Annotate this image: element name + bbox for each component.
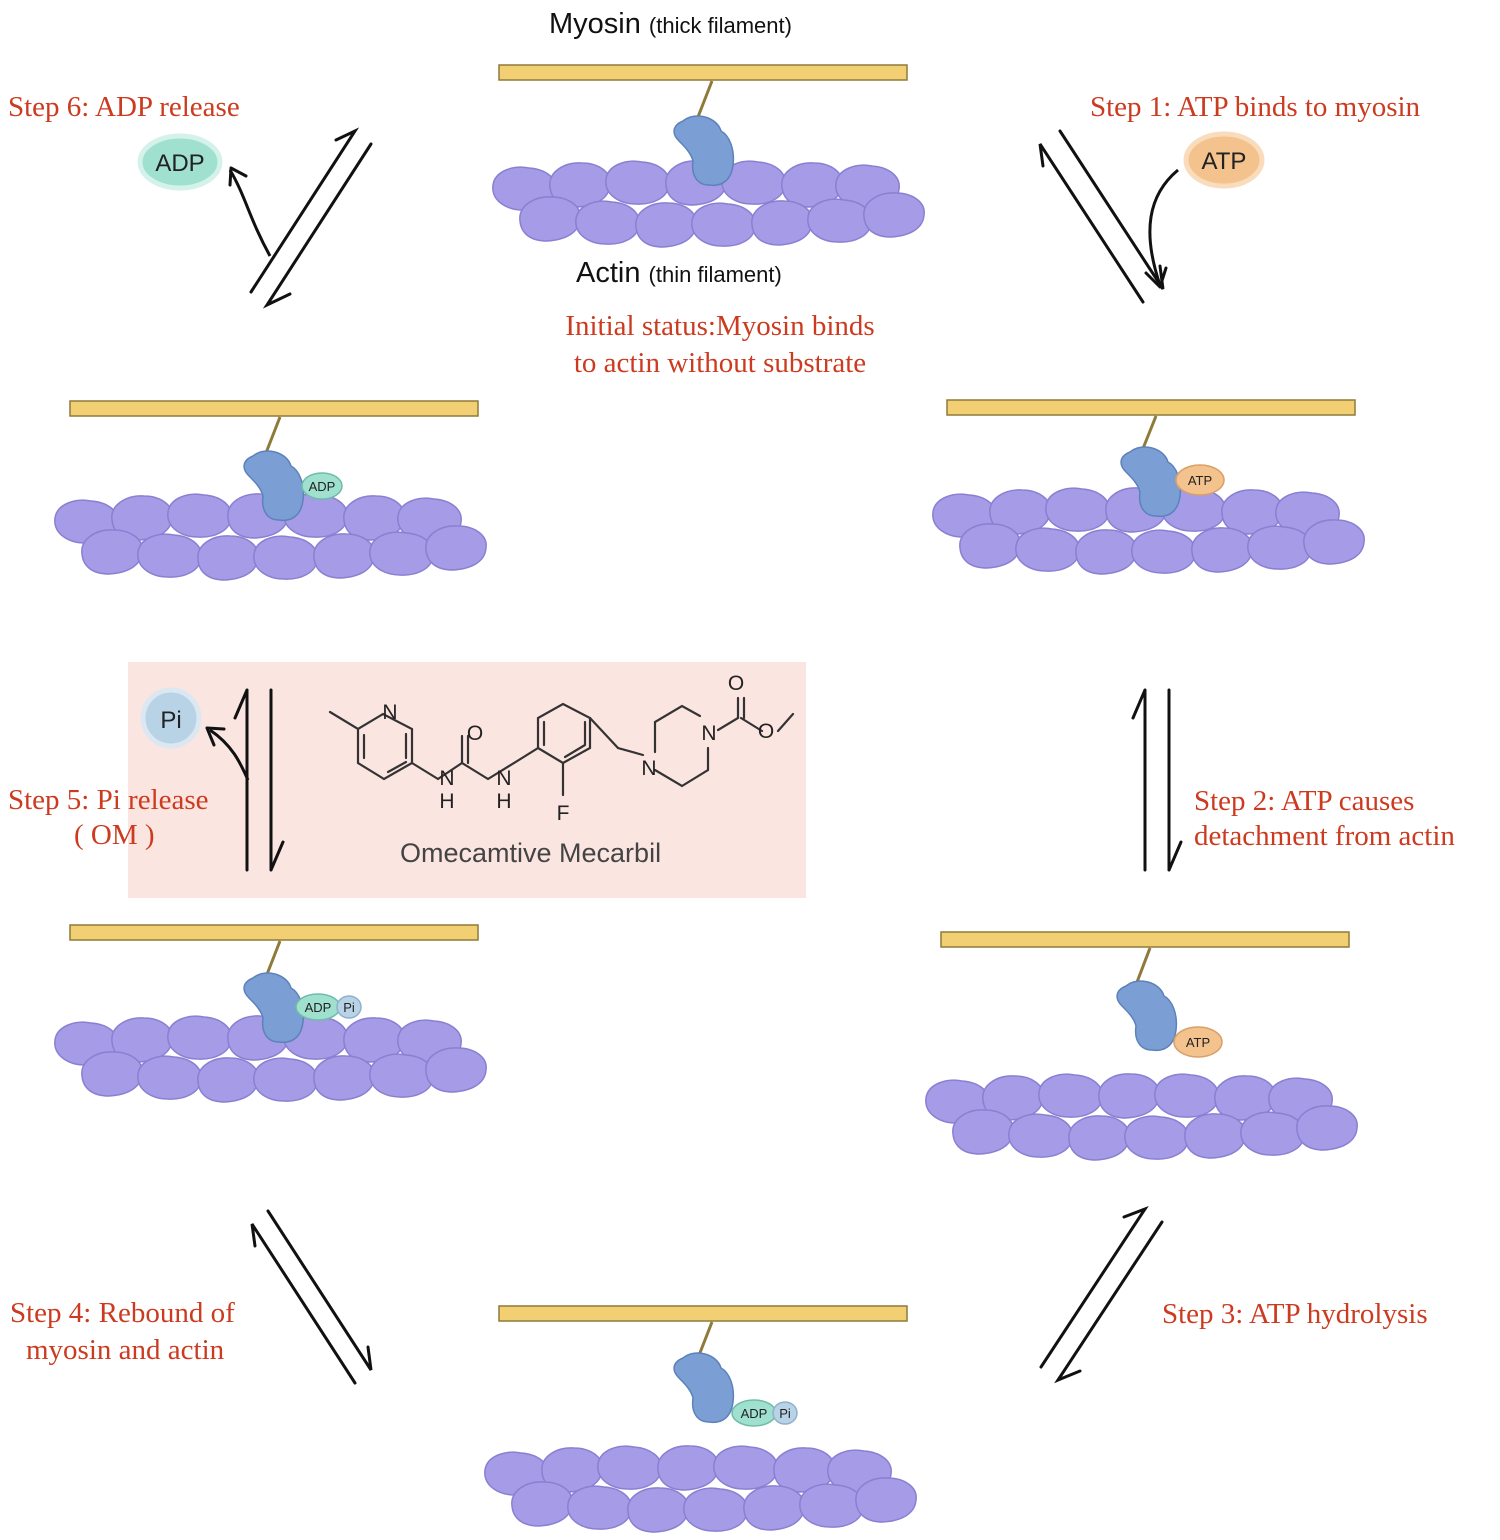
drug-atom-n-urea2: N	[496, 767, 511, 790]
drug-atom-n-pyridine: N	[382, 701, 397, 724]
myosin-head	[673, 1352, 735, 1424]
adp-release-arrow-head	[228, 166, 248, 187]
pi-small-label: Pi	[779, 1406, 791, 1421]
step6-label: Step 6: ADP release	[8, 91, 240, 123]
adp-large-label: ADP	[155, 150, 204, 177]
scene-adp-bound: ADP	[55, 400, 486, 580]
thick-filament	[498, 64, 908, 81]
myosin-title-main: Myosin	[549, 8, 641, 40]
adp-small-label: ADP	[305, 1000, 332, 1015]
adp-small-label: ADP	[309, 479, 336, 494]
pi-large-badge	[140, 687, 202, 749]
scene-hydrolyzed: ADP Pi	[485, 1305, 916, 1532]
adp-released: ADP	[137, 133, 223, 191]
pi-small-badge	[336, 995, 362, 1019]
drug-atom-f: F	[557, 802, 570, 825]
step4-line1: Step 4: Rebound of	[10, 1297, 235, 1329]
pi-large-label: Pi	[160, 707, 181, 734]
scene-detached-atp: ATP	[926, 931, 1357, 1160]
adp-release-arrow	[228, 169, 272, 257]
drug-atom-n-urea1: N	[439, 767, 454, 790]
myosin-lever	[694, 80, 714, 123]
scene-initial	[493, 64, 924, 247]
atp-small-label: ATP	[1186, 1035, 1210, 1050]
actin-title-main: Actin	[576, 257, 641, 289]
initial-status-label: Initial status:Myosin binds to actin wit…	[520, 310, 920, 381]
initial-status-line1: Initial status:Myosin binds	[565, 310, 875, 342]
atp-small-badge	[1173, 1026, 1223, 1058]
step3-label: Step 3: ATP hydrolysis	[1162, 1298, 1428, 1330]
atp-incoming: ATP	[1183, 131, 1265, 189]
step2-line2: detachment from actin	[1194, 820, 1455, 853]
myosin-head	[1116, 980, 1178, 1052]
actin-title-paren: (thin filament)	[648, 262, 782, 287]
pi-release-arrow	[209, 728, 250, 781]
thick-filament	[69, 924, 479, 941]
equilibrium-arrow-step6	[249, 127, 373, 309]
myosin-title: Myosin (thick filament)	[549, 8, 792, 41]
adp-small-badge	[301, 472, 343, 500]
drug-atom-o-ester: O	[758, 720, 774, 743]
actin-filament	[926, 1074, 1357, 1160]
initial-status-line2: to actin without substrate	[573, 347, 867, 380]
pi-release-arrow-head	[205, 726, 226, 747]
atp-large-badge	[1183, 131, 1265, 189]
drug-atom-n-piperazine1: N	[641, 757, 656, 780]
step4-line2: myosin and actin	[26, 1334, 225, 1367]
drug-atom-h-urea2: H	[496, 790, 511, 813]
scene-adp-pi-bound: ADP Pi	[55, 924, 486, 1102]
drug-atom-h-urea1: H	[439, 790, 454, 813]
atp-small-label: ATP	[1188, 473, 1212, 488]
equilibrium-arrow-step1	[1038, 129, 1165, 304]
pi-small-badge	[772, 1401, 798, 1425]
step5-label: Step 5: Pi release ( OM )	[8, 784, 209, 853]
scene-atp-bound: ATP	[933, 399, 1364, 574]
thick-filament	[940, 931, 1350, 948]
actin-filament	[485, 1446, 916, 1532]
step2-label: Step 2: ATP causes detachment from actin	[1194, 785, 1455, 854]
pi-small-label: Pi	[343, 1000, 355, 1015]
thick-filament	[69, 400, 479, 417]
atp-binding-arrow-head	[1144, 266, 1168, 289]
atp-binding-arrow	[1148, 168, 1179, 286]
step1-label: Step 1: ATP binds to myosin	[1090, 91, 1421, 123]
atp-small-badge	[1175, 464, 1225, 496]
adp-small-label: ADP	[741, 1406, 768, 1421]
equilibrium-arrow-step2	[1131, 688, 1183, 872]
atp-large-label: ATP	[1202, 148, 1247, 175]
equilibrium-arrow-step4	[250, 1209, 373, 1385]
drug-structure	[328, 696, 795, 797]
drug-atom-o-carbonyl: O	[467, 722, 483, 745]
thick-filament	[946, 399, 1356, 416]
step2-line1: Step 2: ATP causes	[1194, 785, 1415, 817]
step5-line1: Step 5: Pi release	[8, 784, 209, 816]
actin-title: Actin (thin filament)	[576, 257, 782, 290]
drug-atom-n-piperazine2: N	[701, 722, 716, 745]
drug-name: Omecamtive Mecarbil	[400, 838, 662, 868]
adp-large-badge	[137, 133, 223, 191]
thick-filament	[498, 1305, 908, 1322]
step4-label: Step 4: Rebound of myosin and actin	[10, 1297, 235, 1368]
pi-released: Pi	[140, 687, 202, 749]
equilibrium-arrow-step3	[1039, 1205, 1164, 1384]
drug-atom-o-carbamate: O	[728, 672, 744, 695]
step5-line2: ( OM )	[74, 819, 155, 852]
myosin-title-paren: (thick filament)	[648, 13, 792, 38]
